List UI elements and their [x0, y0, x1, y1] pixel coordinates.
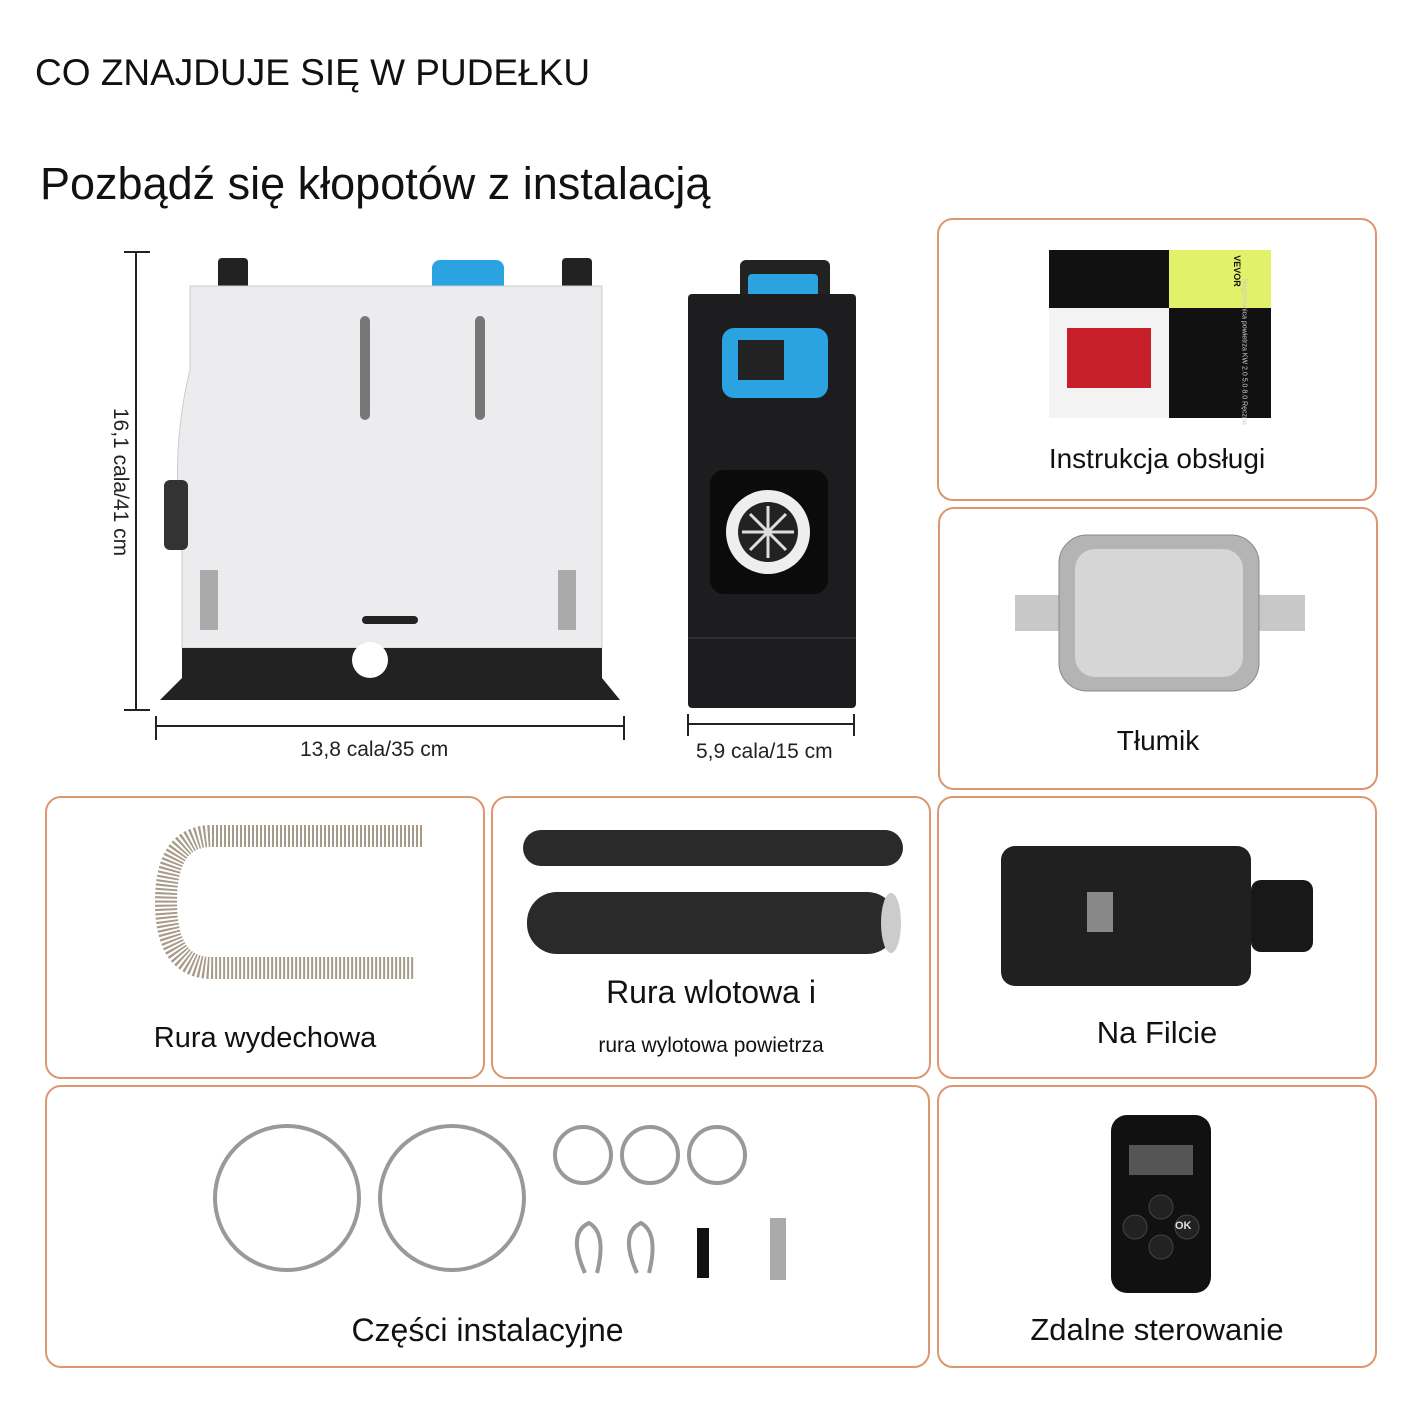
heater-side-image	[124, 251, 625, 740]
air-pipes-label: Rura wlotowa i	[606, 974, 816, 1010]
height-dimension: 16,1 cala/41 cm	[109, 407, 132, 557]
muffler-image	[1015, 534, 1305, 692]
remote-image	[1111, 1115, 1211, 1293]
manual-label: Instrukcja obsługi	[1048, 443, 1266, 474]
air-pipes-sublabel: rura wylotowa powietrza	[598, 1034, 824, 1057]
item-card-installation-parts: Części instalacyjne	[45, 1085, 930, 1368]
remote-ok-button: OK	[1175, 1220, 1192, 1232]
item-card-filter: Na Filcie	[937, 796, 1377, 1079]
manual-image	[1049, 250, 1271, 418]
heater-front-image	[687, 260, 856, 736]
depth-dimension: 5,9 cala/15 cm	[696, 740, 833, 763]
exhaust-pipe-image	[154, 825, 422, 979]
page-heading: CO ZNAJDUJE SIĘ W PUDEŁKU	[35, 52, 591, 93]
filter-image	[1001, 846, 1313, 986]
filter-label: Na Filcie	[1096, 1015, 1218, 1050]
width-dimension: 13,8 cala/35 cm	[300, 738, 449, 761]
item-card-muffler: Tłumik	[938, 507, 1378, 790]
installation-parts-label: Części instalacyjne	[351, 1312, 624, 1348]
item-card-air-pipes: Rura wlotowa i rura wylotowa powietrza	[491, 796, 931, 1079]
exhaust-pipe-label: Rura wydechowa	[153, 1022, 377, 1054]
page-subtitle: Pozbądź się kłopotów z instalacją	[40, 158, 711, 209]
air-pipes-image	[523, 830, 903, 954]
item-card-remote: OK Zdalne sterowanie	[937, 1085, 1377, 1368]
muffler-label: Tłumik	[1116, 725, 1200, 756]
manual-cover-text: Nagrzewnica powietrza KW 2.0 5.0 8.0 Ręc…	[1240, 278, 1248, 425]
item-card-manual: VEVOR Nagrzewnica powietrza KW 2.0 5.0 8…	[937, 218, 1377, 501]
item-card-exhaust-pipe: Rura wydechowa	[45, 796, 485, 1079]
installation-parts-image	[213, 1124, 786, 1280]
remote-label: Zdalne sterowanie	[1030, 1312, 1284, 1347]
